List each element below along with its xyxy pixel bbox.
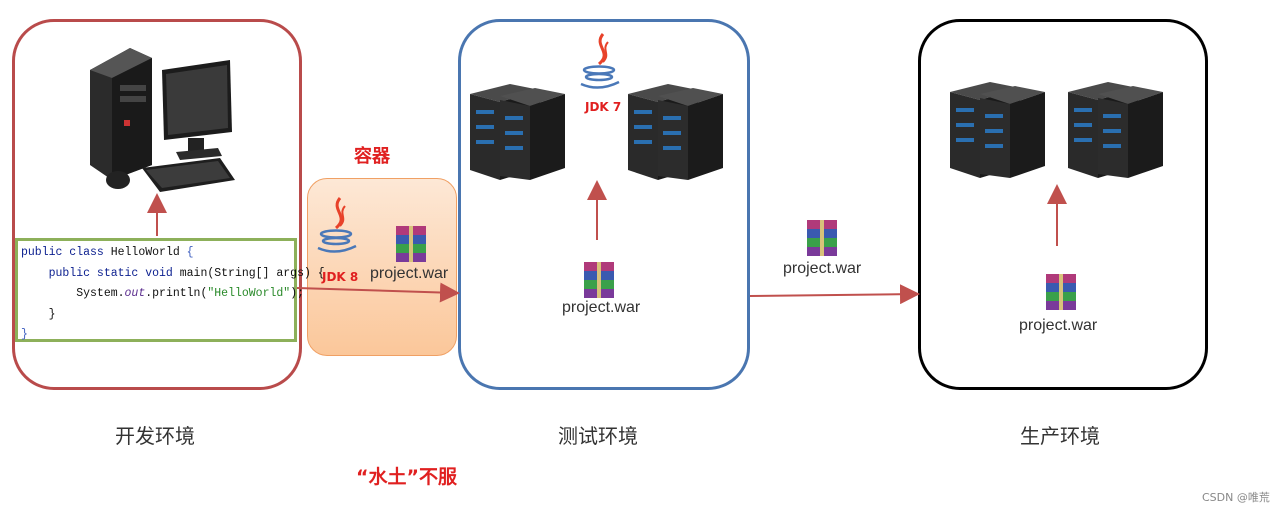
archive-icon	[396, 226, 426, 262]
jdk8-label: JDK 8	[322, 270, 359, 284]
war-label: project.war	[370, 265, 449, 282]
archive-icon	[807, 220, 837, 256]
jdk7-label: JDK 7	[585, 100, 622, 114]
container-box	[307, 178, 457, 356]
server-icon	[470, 84, 565, 180]
computer-icon	[90, 48, 235, 192]
server-icon	[1068, 82, 1163, 178]
java-icon	[317, 197, 357, 253]
code-snippet: public class HelloWorld { public static …	[15, 238, 325, 342]
prod-environment-label: 生产环境	[1020, 424, 1100, 448]
slogan: “水土”不服	[356, 466, 457, 488]
archive-icon	[584, 262, 614, 298]
archive-icon	[1046, 274, 1076, 310]
watermark: CSDN @唯荒	[1202, 491, 1270, 504]
java-icon	[580, 33, 620, 89]
dev-environment-label: 开发环境	[115, 424, 195, 448]
server-icon	[950, 82, 1045, 178]
server-icon	[628, 84, 723, 180]
war-label: project.war	[783, 260, 862, 277]
test-environment-label: 测试环境	[558, 424, 638, 448]
arrow-dev-to-test	[296, 282, 460, 303]
arrow-test-to-prod	[749, 284, 920, 305]
prod-environment-box	[918, 19, 1208, 390]
war-label: project.war	[1019, 317, 1098, 334]
container-label: 容器	[354, 146, 390, 167]
war-label: project.war	[562, 299, 641, 316]
